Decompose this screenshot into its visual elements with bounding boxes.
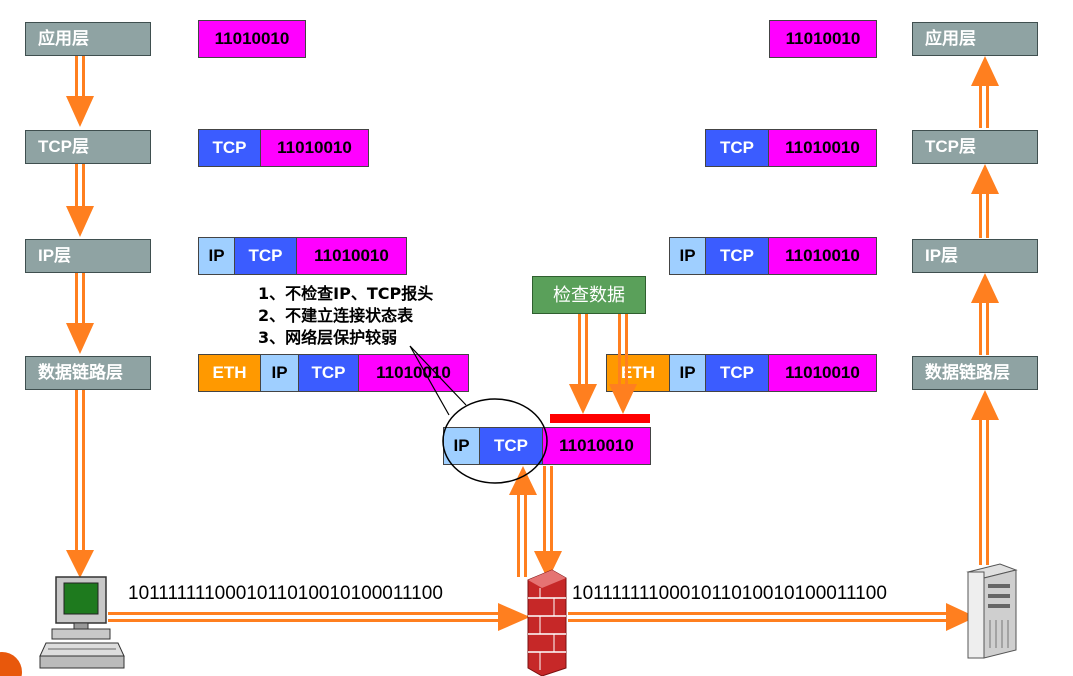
arrow-up-icon — [971, 273, 999, 355]
arrow-down-icon — [569, 314, 597, 414]
right-ip-layer: IP层 — [912, 239, 1038, 273]
tcp-header: TCP — [235, 238, 297, 274]
right-tcp-packet: TCP 11010010 — [705, 129, 877, 167]
server-icon — [966, 563, 1018, 659]
check-data-box: 检查数据 — [532, 276, 646, 314]
arrow-up-icon — [971, 56, 999, 128]
arrow-down-icon — [534, 466, 562, 580]
tcp-header: TCP — [480, 428, 543, 464]
tcp-header: TCP — [199, 130, 261, 166]
tcp-header: TCP — [706, 238, 769, 274]
arrow-up-icon — [971, 390, 999, 565]
computer-icon — [39, 576, 125, 669]
eth-header: ETH — [199, 355, 261, 391]
note-item: 3、网络层保护较弱 — [258, 328, 398, 347]
note-item: 1、不检查IP、TCP报头 — [258, 284, 434, 303]
left-ip-layer: IP层 — [25, 239, 151, 273]
arrow-up-icon — [971, 164, 999, 238]
arrow-right-icon — [568, 603, 976, 631]
ip-header: IP — [670, 238, 706, 274]
left-down-arrows — [66, 56, 94, 578]
bitstream-left: 1011111110001011010010100011100 — [128, 583, 443, 604]
ip-header: IP — [444, 428, 480, 464]
ip-header: IP — [261, 355, 299, 391]
tcp-header: TCP — [706, 355, 769, 391]
right-ip-packet: IP TCP 11010010 — [669, 237, 877, 275]
arrow-down-icon — [609, 314, 637, 414]
check-arrows — [569, 314, 637, 414]
tcp-header: TCP — [299, 355, 359, 391]
data-segment: 11010010 — [261, 130, 368, 166]
arrow-down-icon — [66, 273, 94, 354]
filter-notes: 1、不检查IP、TCP报头 2、不建立连接状态表 3、网络层保护较弱 — [258, 283, 433, 349]
data-segment: 11010010 — [543, 428, 650, 464]
right-app-layer: 应用层 — [912, 22, 1038, 56]
arrow-down-icon — [66, 390, 94, 578]
right-tcp-layer: TCP层 — [912, 130, 1038, 164]
tcp-header: TCP — [706, 130, 769, 166]
data-segment: 11010010 — [297, 238, 406, 274]
left-ip-packet: IP TCP 11010010 — [198, 237, 407, 275]
data-segment: 11010010 — [359, 355, 468, 391]
firewall-icon — [527, 569, 567, 676]
arrow-up-icon — [509, 466, 537, 577]
right-link-frame: ETH IP TCP 11010010 — [606, 354, 877, 392]
left-app-packet: 11010010 — [198, 20, 306, 58]
left-link-frame: ETH IP TCP 11010010 — [198, 354, 469, 392]
data-segment: 11010010 — [769, 130, 876, 166]
note-item: 2、不建立连接状态表 — [258, 306, 414, 325]
left-link-layer: 数据链路层 — [25, 356, 151, 390]
right-app-packet: 11010010 — [769, 20, 877, 58]
arrow-down-icon — [66, 164, 94, 237]
left-app-layer: 应用层 — [25, 22, 151, 56]
ip-header: IP — [199, 238, 235, 274]
corner-badge-icon — [0, 652, 22, 676]
data-segment: 11010010 — [199, 21, 305, 57]
ip-header: IP — [670, 355, 706, 391]
left-tcp-layer: TCP层 — [25, 130, 151, 164]
arrow-down-icon — [66, 56, 94, 127]
data-segment: 11010010 — [769, 355, 876, 391]
right-up-arrows — [971, 56, 999, 565]
data-segment: 11010010 — [769, 238, 876, 274]
right-link-layer: 数据链路层 — [912, 356, 1038, 390]
left-tcp-packet: TCP 11010010 — [198, 129, 369, 167]
data-segment: 11010010 — [770, 21, 876, 57]
filter-bar — [550, 414, 650, 423]
inspected-packet: IP TCP 11010010 — [443, 427, 651, 465]
arrow-right-icon — [108, 603, 530, 631]
callout-ellipse — [409, 345, 548, 484]
bitstream-right: 1011111110001011010010100011100 — [572, 583, 887, 604]
